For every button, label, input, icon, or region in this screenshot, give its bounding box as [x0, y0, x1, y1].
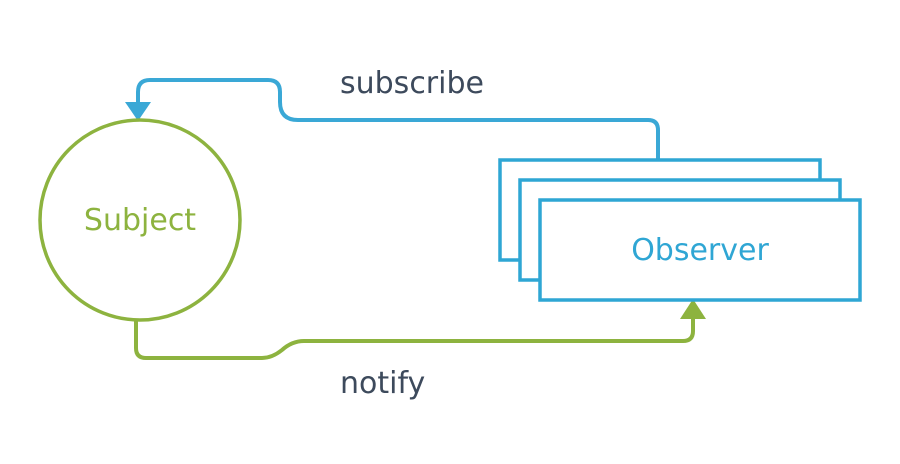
observer-label: Observer	[631, 233, 769, 268]
notify-arrow-head	[680, 299, 706, 319]
notify-arrow-line	[134, 318, 695, 360]
subject-label: Subject	[84, 203, 196, 238]
observer-box-front	[538, 198, 862, 302]
subscribe-arrow-line	[136, 78, 660, 160]
subscribe-label: subscribe	[340, 66, 484, 101]
subscribe-arrow-head	[125, 102, 151, 121]
subject-node	[38, 118, 242, 322]
notify-label: notify	[340, 366, 425, 401]
